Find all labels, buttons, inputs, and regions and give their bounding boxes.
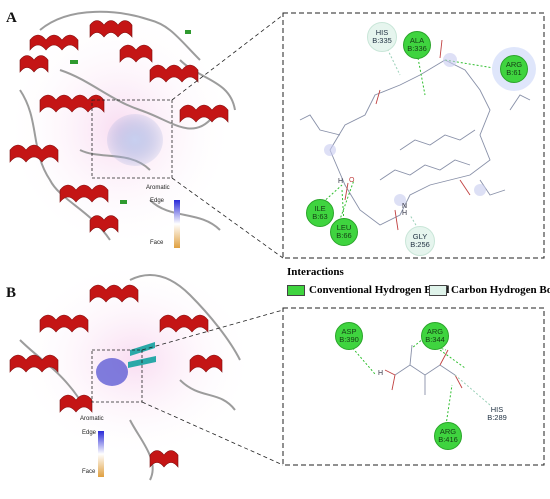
legend-swatch-conventional [287,284,305,296]
legend-item-conventional-hbond: Conventional Hydrogen Bond [287,284,449,296]
protein-structure-a [5,10,236,250]
legend-swatch-carbon [429,284,447,296]
aromatic-scale-b-top: Edge [82,430,97,436]
ligand-skeleton-b [394,344,456,395]
aromatic-scale-b-gradient [98,431,104,477]
protein-structure-b [9,260,255,481]
zoom-box-a [91,99,173,179]
detail-box-a [282,12,545,259]
zoom-box-b [91,349,143,403]
atom-o-a: O [349,177,355,184]
ligand-skeleton-a [299,59,531,226]
panel-a-label: A [6,10,17,26]
atom-h-b: H [378,370,384,377]
aromatic-scale-a-title: Aromatic [146,185,170,191]
legend-item-carbon-hbond: Carbon Hydrogen Bond [429,284,550,296]
detail-box-b [282,307,545,466]
panel-b-label: B [6,285,17,301]
aromatic-scale-a-bottom: Face [150,240,164,246]
aromatic-scale-a-top: Edge [150,198,165,204]
atom-nh-a: N H [402,203,408,217]
aromatic-scale-a-gradient [174,200,180,248]
atom-h-a: H [338,178,344,185]
legend-title: Interactions [287,266,344,278]
aromatic-scale-b-title: Aromatic [80,416,104,422]
aromatic-scale-b-bottom: Face [82,469,96,475]
zoom-connectors [141,14,284,466]
